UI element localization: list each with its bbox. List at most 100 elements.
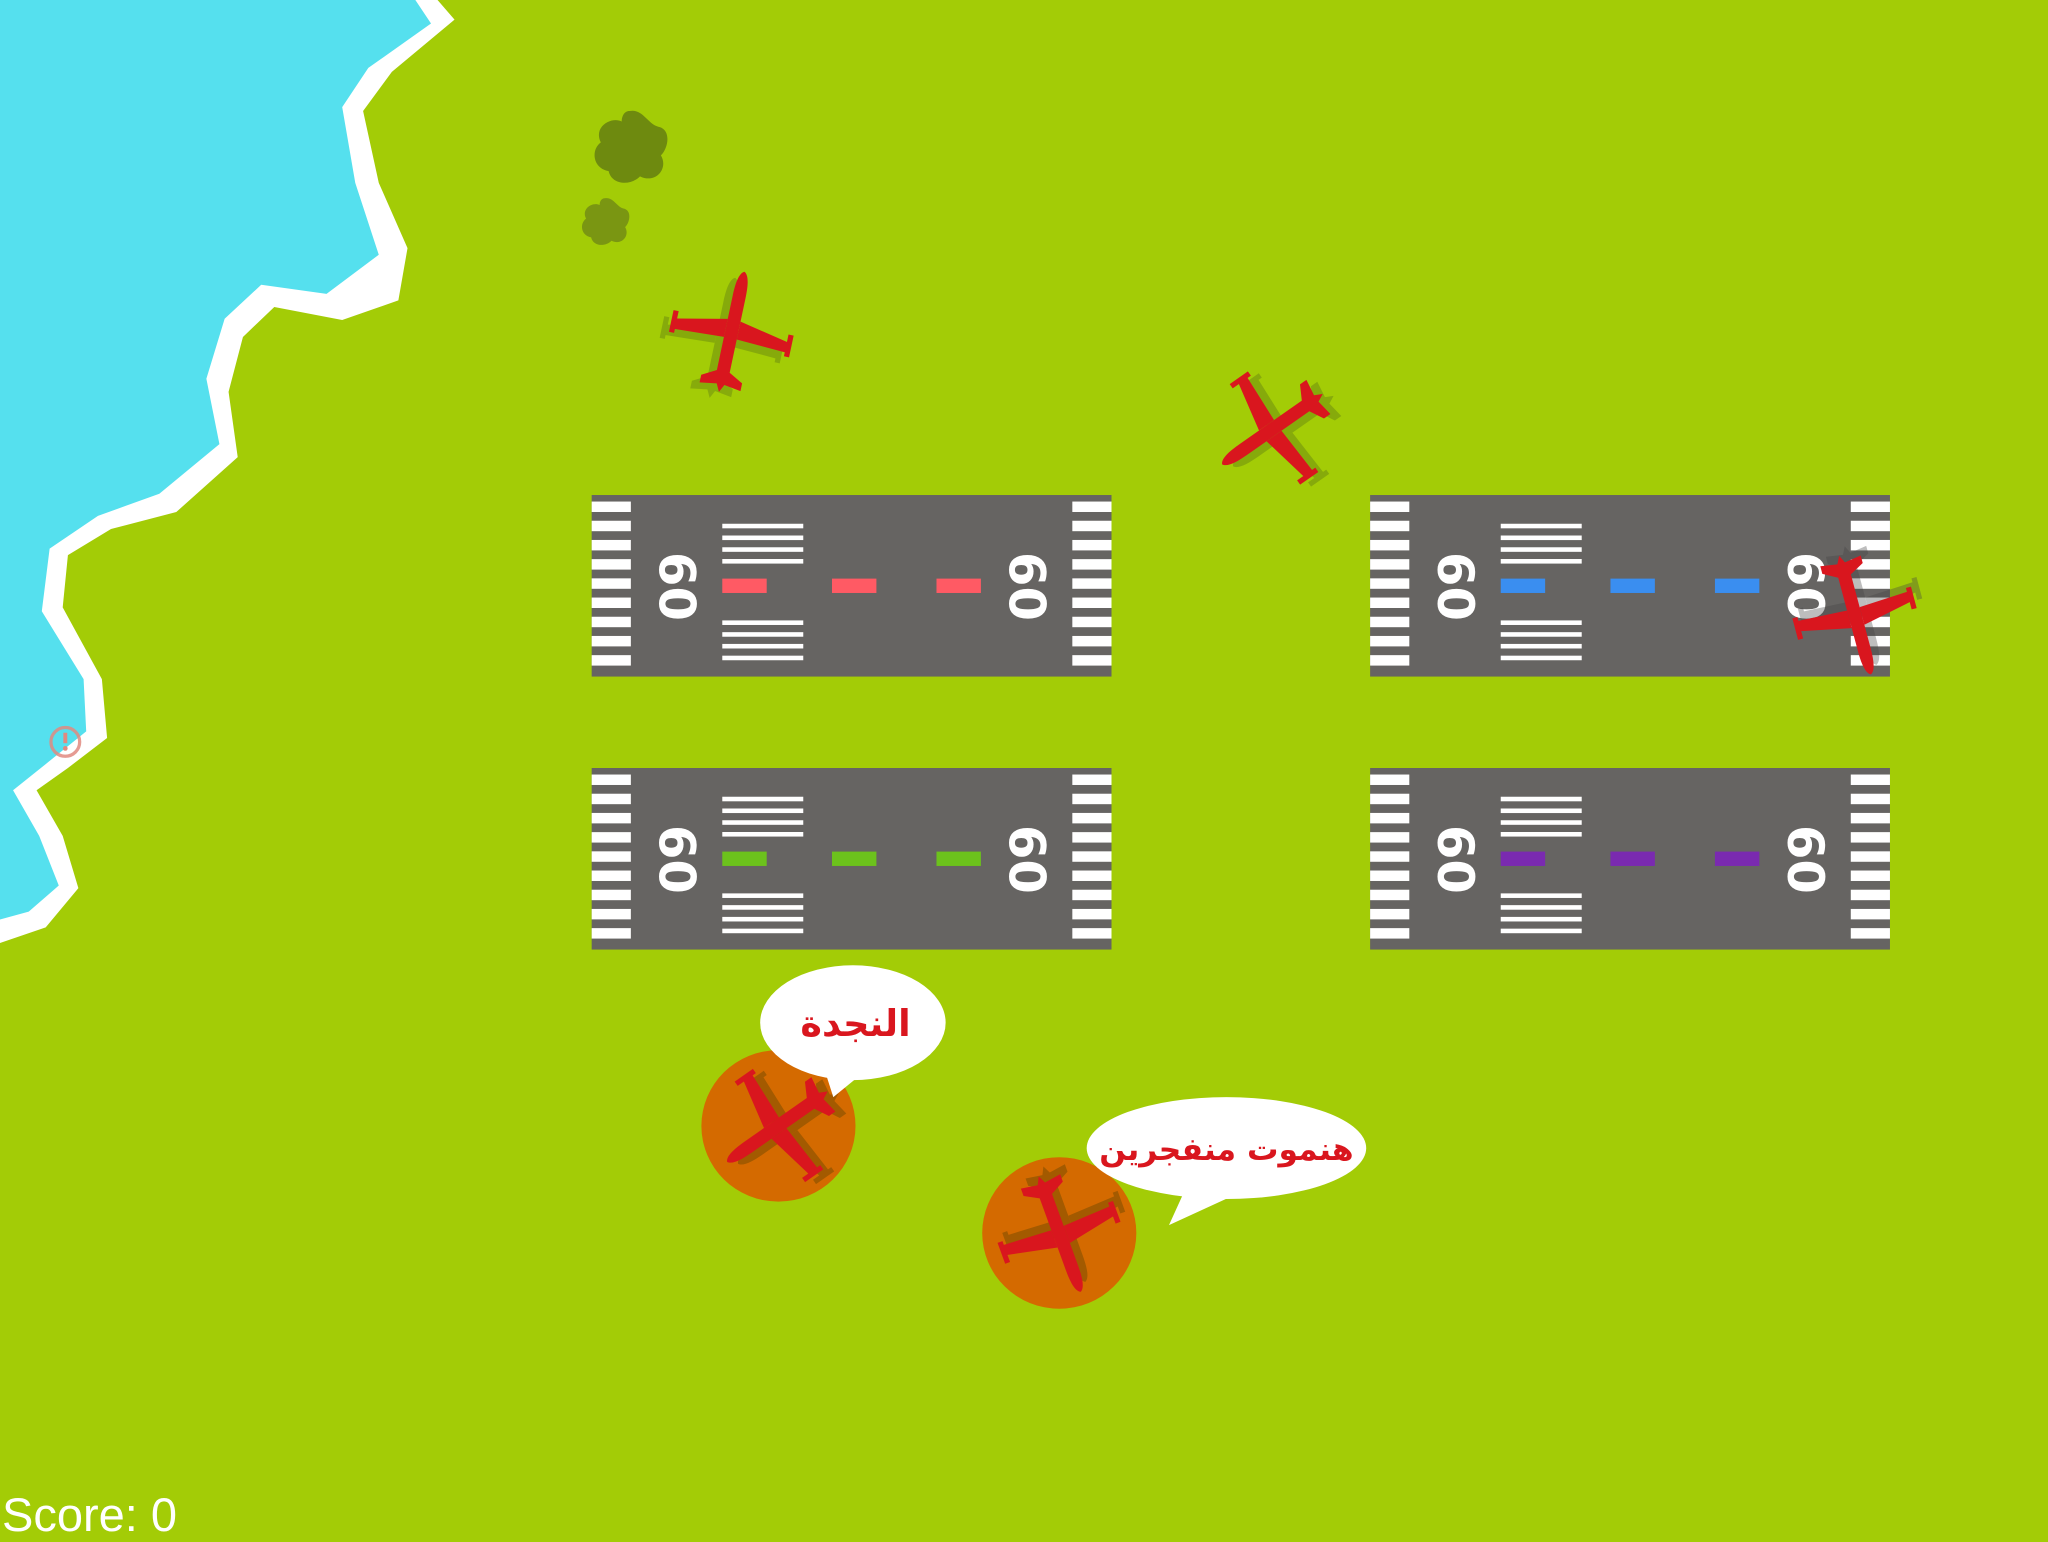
threshold-stripe — [1850, 908, 1890, 920]
threshold-stripe — [1370, 793, 1410, 805]
threshold-stripe — [591, 774, 631, 785]
threshold-stripe — [1072, 635, 1112, 647]
threshold-stripe — [591, 812, 631, 824]
runway-dash — [832, 851, 877, 866]
exploding-plane[interactable] — [978, 1145, 1145, 1313]
threshold-stripe — [1850, 832, 1890, 843]
threshold-stripe — [1072, 578, 1112, 589]
touchdown-marking — [1500, 547, 1582, 552]
touchdown-marking — [722, 655, 804, 661]
threshold-stripe — [1850, 501, 1890, 512]
threshold-stripe — [1072, 889, 1112, 901]
threshold-stripe — [1072, 908, 1112, 920]
threshold-stripe — [591, 928, 631, 939]
runway-dash — [1610, 851, 1655, 866]
touchdown-marking — [1500, 916, 1582, 922]
threshold-stripe — [1072, 597, 1112, 608]
touchdown-marking — [722, 928, 804, 934]
touchdown-marking — [722, 620, 804, 625]
touchdown-marking — [1500, 559, 1582, 564]
threshold-stripe — [591, 501, 631, 512]
threshold-stripe — [1072, 774, 1112, 785]
touchdown-marking — [722, 547, 804, 552]
threshold-stripe — [1850, 774, 1890, 785]
plane-icon[interactable] — [649, 257, 805, 412]
threshold-stripe — [591, 889, 631, 901]
threshold-stripe — [1370, 928, 1410, 939]
threshold-stripe — [591, 655, 631, 666]
threshold-stripe — [591, 870, 631, 881]
runway-dash — [722, 851, 767, 866]
threshold-stripe — [1850, 812, 1890, 824]
runway-dash — [1714, 851, 1760, 866]
threshold-stripe — [1370, 832, 1410, 843]
speech-bubble: النجدة — [760, 965, 946, 1098]
touchdown-marking — [722, 523, 804, 529]
threshold-stripe — [1370, 774, 1410, 785]
touchdown-marking — [1500, 820, 1582, 825]
threshold-stripe — [1370, 501, 1410, 512]
threshold-stripe — [591, 832, 631, 843]
touchdown-marking — [722, 832, 804, 837]
threshold-stripe — [1370, 597, 1410, 608]
runway-number: 60 — [1776, 825, 1834, 894]
touchdown-marking — [1500, 893, 1582, 898]
threshold-stripe — [1370, 851, 1410, 862]
bush-icon — [581, 198, 630, 245]
threshold-stripe — [1072, 832, 1112, 843]
touchdown-marking — [722, 559, 804, 564]
runway-number: 60 — [648, 825, 706, 894]
threshold-stripe — [591, 559, 631, 570]
bubble-text: النجدة — [800, 1002, 910, 1045]
touchdown-marking — [1500, 643, 1582, 649]
threshold-stripe — [1370, 559, 1410, 570]
threshold-stripe — [1850, 793, 1890, 805]
touchdown-marking — [722, 808, 804, 814]
touchdown-marking — [1500, 808, 1582, 814]
touchdown-marking — [1500, 928, 1582, 934]
speech-bubble: هنموت منفجرين — [1086, 1097, 1367, 1226]
threshold-stripe — [591, 635, 631, 647]
threshold-stripe — [1072, 851, 1112, 862]
river-coast — [0, 0, 455, 944]
touchdown-marking — [722, 916, 804, 922]
threshold-stripe — [1072, 559, 1112, 570]
touchdown-marking — [722, 893, 804, 898]
threshold-stripe — [591, 616, 631, 628]
threshold-stripe — [1072, 501, 1112, 512]
threshold-stripe — [591, 851, 631, 862]
threshold-stripe — [1370, 908, 1410, 920]
threshold-stripe — [1370, 812, 1410, 824]
threshold-stripe — [1850, 928, 1890, 939]
threshold-stripe — [1850, 851, 1890, 862]
touchdown-marking — [1500, 632, 1582, 637]
runway-number: 60 — [998, 825, 1056, 894]
plane-icon[interactable] — [1186, 339, 1369, 521]
runway-green[interactable]: 60 60 — [591, 768, 1112, 950]
threshold-stripe — [1370, 889, 1410, 901]
threshold-stripe — [1370, 578, 1410, 589]
exploding-plane[interactable] — [691, 1037, 874, 1219]
touchdown-marking — [722, 796, 804, 802]
touchdown-marking — [1500, 905, 1582, 910]
threshold-stripe — [1850, 578, 1890, 589]
threshold-stripe — [591, 539, 631, 551]
runway-dash — [936, 851, 981, 866]
threshold-stripe — [1370, 870, 1410, 881]
warning-icon — [49, 725, 82, 758]
threshold-stripe — [1850, 559, 1890, 570]
runway-number: 60 — [1426, 552, 1484, 621]
score-label: Score: 0 — [2, 1488, 178, 1541]
bush-icon — [594, 110, 668, 183]
threshold-stripe — [591, 793, 631, 805]
threshold-stripe — [1370, 655, 1410, 666]
runway-dash — [1714, 578, 1760, 593]
runway-number: 60 — [648, 552, 706, 621]
threshold-stripe — [591, 908, 631, 920]
threshold-stripe — [1370, 616, 1410, 628]
